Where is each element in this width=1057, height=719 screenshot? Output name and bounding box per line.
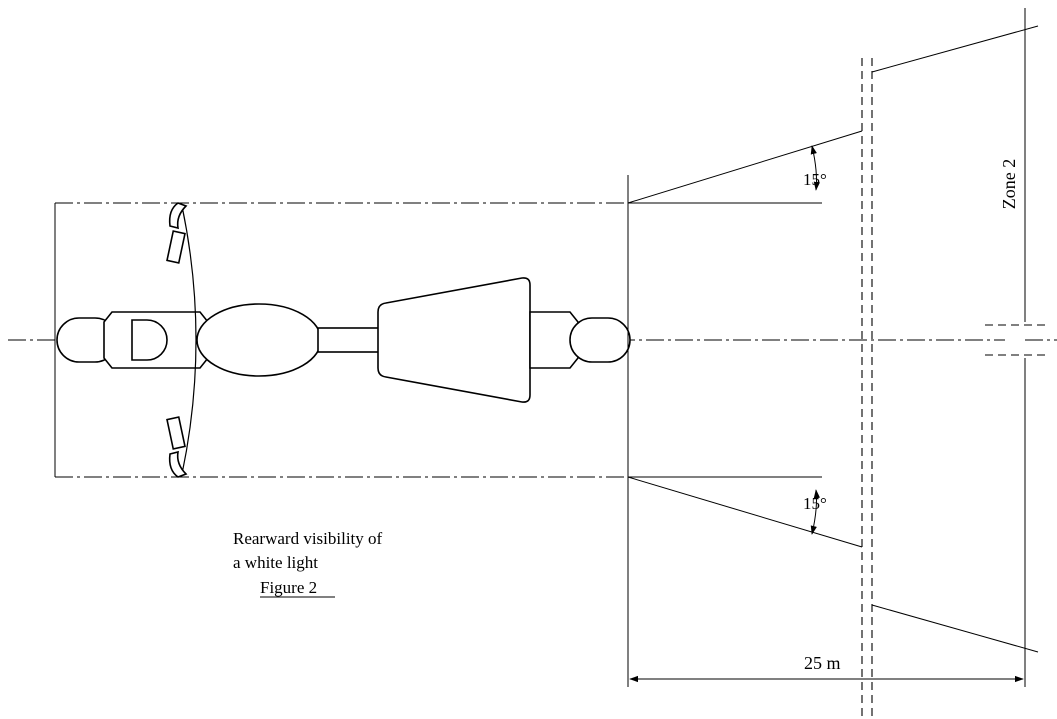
lower-angle-arrow [810,489,821,535]
figure-title: Figure 2 [260,578,317,597]
upper-angle-arrow [810,145,821,191]
axis-break-marker [985,324,1050,356]
lower-angle-line [627,476,863,548]
vehicle-width-outline [54,202,628,478]
upper-angle-label: 15° [803,170,827,189]
motorcycle-top-view [56,202,631,478]
zone-label: Zone 2 [999,159,1019,209]
distance-label: 25 m [804,653,841,673]
zone2-lower-boundary [871,604,1039,653]
caption-line-1: Rearward visibility of [233,529,383,548]
caption-line-2: a white light [233,553,318,572]
distance-25m-dashed-line [861,58,873,719]
upper-angle-line [627,130,863,204]
zone2-upper-boundary [871,25,1039,73]
lower-angle-label: 15° [803,494,827,513]
